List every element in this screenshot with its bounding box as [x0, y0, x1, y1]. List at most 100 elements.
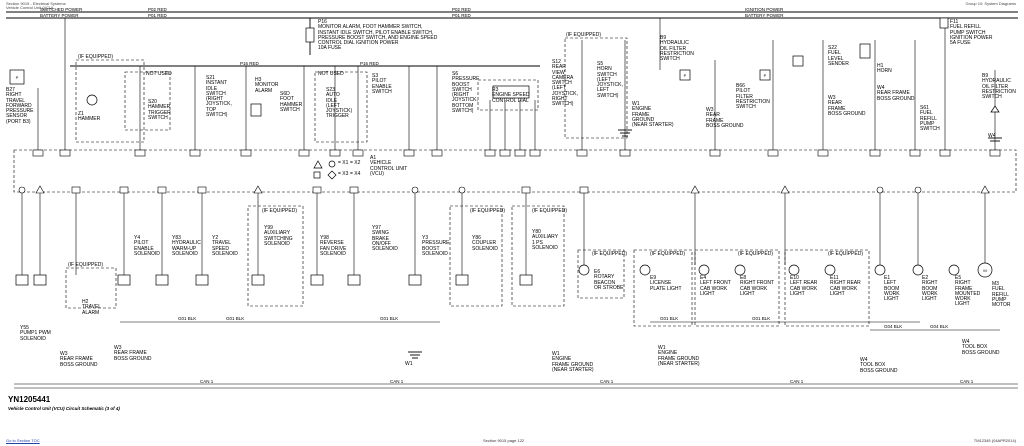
label-h1: H1 HORN: [877, 63, 892, 75]
b27-sensor-icon: [9, 69, 25, 85]
pin-8: [767, 149, 779, 157]
if-equipped-1: (IF EQUIPPED): [78, 54, 114, 60]
can-label-2: CAN 1: [390, 379, 404, 384]
pin-11: [59, 149, 71, 157]
label-y80: Y80 AUXILIARY 1 PS SOLENOID: [532, 229, 559, 251]
label-e9: E9 LICENSE PLATE LIGHT: [650, 275, 682, 292]
pin-12: [514, 149, 526, 157]
footer-toc-link[interactable]: Go to Section TOC: [6, 438, 40, 443]
not-used-2: NOT USED: [318, 71, 344, 77]
pin-36: [352, 149, 364, 157]
ground-label-5: G01 BLK: [752, 316, 771, 321]
r3-dial-icon: [492, 85, 530, 99]
can-label-3: CAN 1: [600, 379, 614, 384]
if-equipped-rear-lights-label: (IF EQUIPPED): [828, 251, 864, 257]
fuse-p16-icon: [305, 27, 315, 43]
pin-15: [989, 149, 1001, 157]
wire-p16-mid: P16 RED: [240, 61, 259, 66]
ground-label-2: G01 BLK: [226, 316, 245, 321]
rail-label-battery-power-right: BATTERY POWER: [745, 13, 784, 18]
pin-21: [431, 149, 443, 157]
label-h3: H3 MONITOR ALARM: [255, 77, 279, 94]
label-e4: E4 LEFT FRONT CAB WORK LIGHT: [700, 275, 731, 297]
label-y99: Y99 AUXILIARY SWITCHING SOLENOID: [264, 225, 293, 247]
engine-speed-dial-box: [477, 79, 539, 111]
pin-26: [240, 149, 252, 157]
svg-text:M: M: [983, 268, 986, 273]
bottom-vertical-wires: [21, 193, 986, 275]
if-equipped-e6: (IF EQUIPPED): [592, 251, 628, 257]
label-b27: B27 RIGHT TRAVEL FORWARD PRESSURE SENSOR…: [6, 87, 34, 125]
h3-monitor-alarm-icon: [250, 103, 262, 117]
rail-label-battery-power: BATTERY POWER: [40, 13, 79, 18]
pin-43: [939, 149, 951, 157]
label-s20: S20 HAMMER TRIGGER SWITCH: [148, 99, 171, 121]
can-label-1: CAN 1: [200, 379, 214, 384]
label-b66: B66 PILOT FILTER RESTRICTION SWITCH: [736, 83, 770, 111]
pin-19: [189, 149, 201, 157]
svg-text:P: P: [764, 73, 767, 78]
h1-horn-icon: [859, 43, 871, 59]
pin-25: [499, 149, 511, 157]
if-equipped-e9: [633, 249, 693, 327]
rail-label-switched-power: SWITCHED POWER: [40, 7, 83, 12]
label-z1: Z1 HAMMER: [78, 111, 101, 123]
label-b9-right: B9 HYDRAULIC OIL FILTER RESTRICTION SWIT…: [982, 73, 1016, 101]
label-w1-bottom-3: W1 ENGINE FRAME GROUND (NEAR STARTER): [658, 345, 700, 367]
label-w4-bottom: W4 TOOL BOX BOSS GROUND: [860, 357, 898, 374]
wire-p02-right: P02 RED: [452, 7, 471, 12]
b66-switch-icon: [759, 69, 771, 81]
pin-34: [32, 149, 44, 157]
label-w3-top: W3 REAR FRAME BOSS GROUND: [706, 107, 744, 129]
label-s12: S12 REAR VIEW CAMERA SWITCH (LEFT JOYSTI…: [552, 59, 578, 108]
if-equipped-y99: [247, 205, 304, 307]
f11-fuse-icon: [939, 17, 949, 29]
top-component-symbols: P P P: [9, 17, 1000, 117]
label-w3-top-2: W3 REAR FRAME BOSS GROUND: [828, 95, 866, 117]
if-equipped-travel-alarm: [65, 267, 117, 309]
label-f11: F11 FUEL REFILL PUMP SWITCH IGNITION POW…: [950, 19, 993, 47]
label-e1: E1 LEFT BOOM WORK LIGHT: [884, 275, 900, 303]
pin-14: [329, 149, 341, 157]
label-y3: Y3 PRESSURE BOOST SOLENOID: [422, 235, 450, 257]
label-b9: B9 HYDRAULIC OIL FILTER RESTRICTION SWIT…: [660, 35, 694, 63]
rail-label-ignition-power: IGNITION POWER: [745, 7, 784, 12]
header-left-line2: Vehicle Control Unit (VCU): [6, 5, 54, 10]
footer-right: TM12345 (04APR2014): [973, 438, 1016, 443]
label-s3: S3 PILOT ENABLE SWITCH: [372, 73, 392, 95]
can-label-5: CAN 1: [960, 379, 974, 384]
if-equipped-rear-lights: [784, 249, 870, 327]
if-equipped-2: (IF EQUIPPED): [566, 32, 602, 38]
footer-page: Section 9015 page 122: [483, 438, 525, 443]
label-y83: Y83 HYDRAULIC WARM-UP SOLENOID: [172, 235, 201, 257]
if-equipped-e6: [577, 249, 625, 299]
label-e2: E2 RIGHT BOOM WORK LIGHT: [922, 275, 938, 303]
not-used-box: [314, 71, 368, 143]
b9-switch-icon: [679, 69, 691, 81]
label-e8: E8 RIGHT FRONT CAB WORK LIGHT: [740, 275, 775, 297]
not-used-1: NOT USED: [146, 71, 172, 77]
if-equipped-front-lights-label: (IF EQUIPPED): [738, 251, 774, 257]
label-w4-top: W4 REAR FRAME BOSS GROUND: [877, 85, 915, 102]
pin-13: [134, 149, 146, 157]
pin-13b: [817, 149, 829, 157]
s22-sender-icon: [792, 55, 804, 67]
label-y86: Y86 COUPLER SOLENOID: [472, 235, 498, 252]
if-equipped-y80: [511, 205, 565, 307]
top-connector-row: [32, 149, 1001, 157]
label-r3: R3 ENGINE SPEED CONTROL DIAL: [492, 87, 530, 104]
vcu-legend-x1: = X1: [338, 160, 349, 166]
label-s5: S5 HORN SWITCH (LEFT JOYSTICK, LEFT SWIT…: [597, 61, 623, 99]
pin-20: [619, 149, 631, 157]
label-w3-bottom: W3 REAR FRAME BOSS GROUND: [60, 351, 98, 368]
can-label-4: CAN 1: [790, 379, 804, 384]
if-equipped-y99: (IF EQUIPPED): [262, 208, 298, 214]
svg-text:P: P: [684, 73, 687, 78]
label-w1-bottom: W1: [405, 361, 413, 367]
b9-diode-icon: [990, 105, 1000, 113]
label-e5: E5 RIGHT FRAME MOUNTED WORK LIGHT: [955, 275, 981, 308]
label-w4-right: W4: [988, 133, 996, 139]
ground-label-7: G04 BLK: [930, 324, 949, 329]
label-w1-bottom-2: W1 ENGINE FRAME GROUND (NEAR STARTER): [552, 351, 594, 373]
